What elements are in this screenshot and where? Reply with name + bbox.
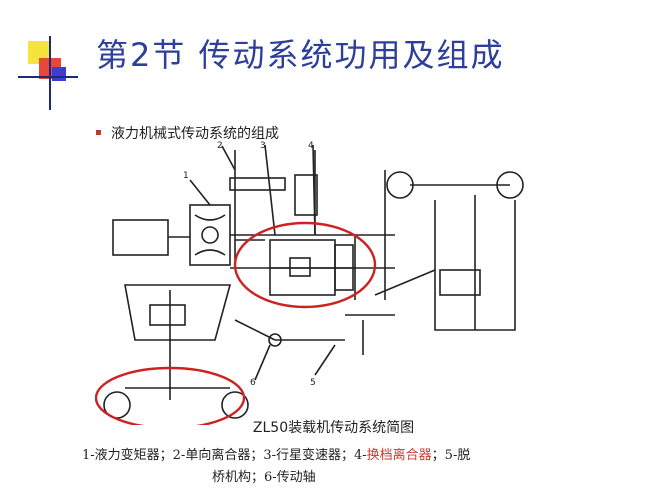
engine-block [112,219,169,256]
rear-wheel-left [386,171,414,199]
one-way-clutch-box [294,174,318,216]
shift-clutch [334,244,354,291]
diagram-caption: ZL50装载机传动系统简图 [252,420,415,436]
legend-text-b: ；5-脱 [431,448,471,463]
front-axle-housing [124,284,232,341]
legend-text-a: 1-液力变矩器；2-单向离合器；3-行星变速器；4- [82,448,367,463]
legend-highlight: 换档离合器 [366,448,432,463]
decor-vertical-line [49,36,51,110]
rear-wheel-right [496,171,524,199]
part-label-3: 3 [260,141,266,151]
part-label-6: 6 [250,378,256,388]
decor-blue-square [52,67,66,81]
transmission-diagram: 1 2 3 4 5 6 [95,141,524,425]
bullet-item: 液力机械式传动系统的组成 [96,123,279,143]
decor-horizontal-line [18,76,78,78]
torque-converter-hub [201,226,219,244]
torque-converter-coil [194,214,226,256]
part-label-2: 2 [217,141,223,151]
bullet-marker [96,129,101,135]
highlight-ellipse-front-axle [95,366,246,425]
front-wheel-right [221,391,249,419]
torque-converter [189,204,231,266]
bullet-text: 液力机械式传动系统的组成 [111,126,279,142]
slide-title: 第2节 传动系统功用及组成 [96,36,505,74]
part-label-4: 4 [308,141,314,151]
legend-line-2: 桥机构；6-传动轴 [212,470,316,485]
highlight-ellipse-gearbox [233,221,377,309]
part-label-5: 5 [310,378,316,388]
part-label-1: 1 [183,171,189,181]
legend-line-1: 1-液力变矩器；2-单向离合器；3-行星变速器；4-换档离合器；5-脱 [82,444,470,463]
